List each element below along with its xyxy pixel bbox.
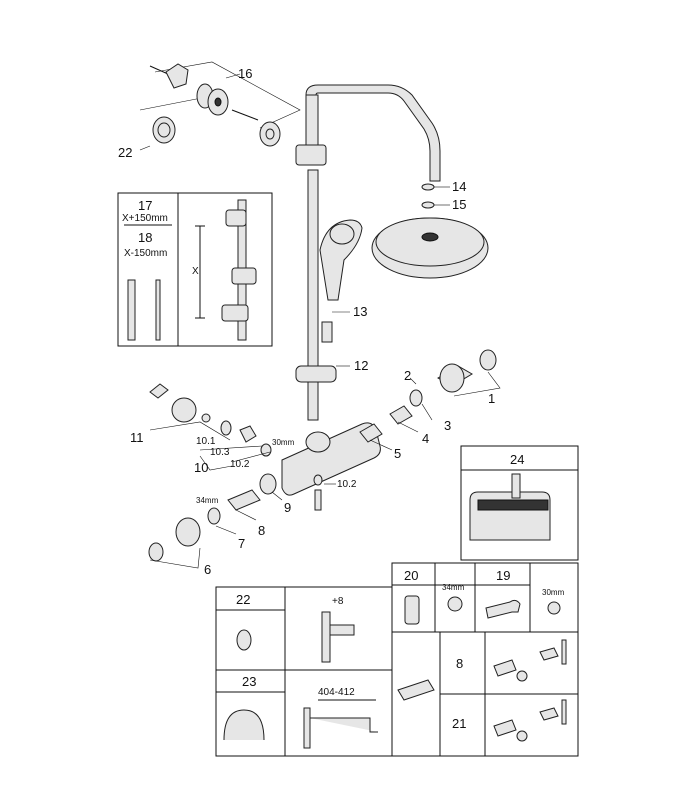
callout-15: 15	[452, 197, 466, 212]
dim-34mm: 34mm	[196, 496, 219, 505]
ext-label-17: 17	[138, 198, 152, 213]
callout-8: 8	[258, 523, 265, 538]
callout-22: 22	[118, 145, 132, 160]
table-8: 8	[456, 656, 463, 671]
table-21: 21	[452, 716, 466, 731]
callout-16: 16	[238, 66, 252, 81]
callout-5: 5	[394, 446, 401, 461]
callout-10-3: 10.3	[210, 447, 230, 458]
callout-13: 13	[353, 304, 367, 319]
ext-label-x: X	[192, 266, 199, 277]
spare-parts-table	[215, 562, 579, 757]
callout-2: 2	[404, 368, 411, 383]
extension-box	[117, 192, 273, 347]
head-shower	[371, 183, 489, 279]
table-20: 20	[404, 568, 418, 583]
callout-10-1: 10.1	[196, 436, 216, 447]
callout-10-2: 10.2	[230, 459, 250, 470]
table-20-dim: 34mm	[442, 583, 465, 592]
callout-4: 4	[422, 431, 429, 446]
callout-10: 10	[194, 460, 208, 475]
dim-30mm: 30mm	[272, 438, 295, 447]
table-plus8: +8	[332, 596, 344, 607]
table-19: 19	[496, 568, 510, 583]
table-24: 24	[510, 452, 524, 467]
riser-pipe	[295, 84, 441, 421]
table-19-dim: 30mm	[542, 588, 565, 597]
table-22: 22	[236, 592, 250, 607]
table-404-412: 404-412	[318, 687, 355, 698]
callout-1: 1	[488, 391, 495, 406]
hand-shower	[295, 219, 363, 383]
table-23: 23	[242, 674, 256, 689]
wall-bracket-assembly	[139, 61, 301, 151]
callout-9: 9	[284, 500, 291, 515]
callout-7: 7	[238, 536, 245, 551]
callout-14: 14	[452, 179, 466, 194]
callout-10-2b: 10.2	[337, 479, 357, 490]
ext-label-18-sub: X-150mm	[124, 248, 167, 259]
thermostat-body	[281, 422, 381, 496]
box-24	[460, 445, 579, 561]
callout-12: 12	[354, 358, 368, 373]
ext-label-18: 18	[138, 230, 152, 245]
callout-6: 6	[204, 562, 211, 577]
callout-11: 11	[130, 430, 144, 445]
left-inlet-parts	[148, 383, 336, 569]
right-inlet-parts	[359, 349, 501, 451]
ext-label-17-sub: X+150mm	[122, 213, 168, 224]
callout-3: 3	[444, 418, 451, 433]
